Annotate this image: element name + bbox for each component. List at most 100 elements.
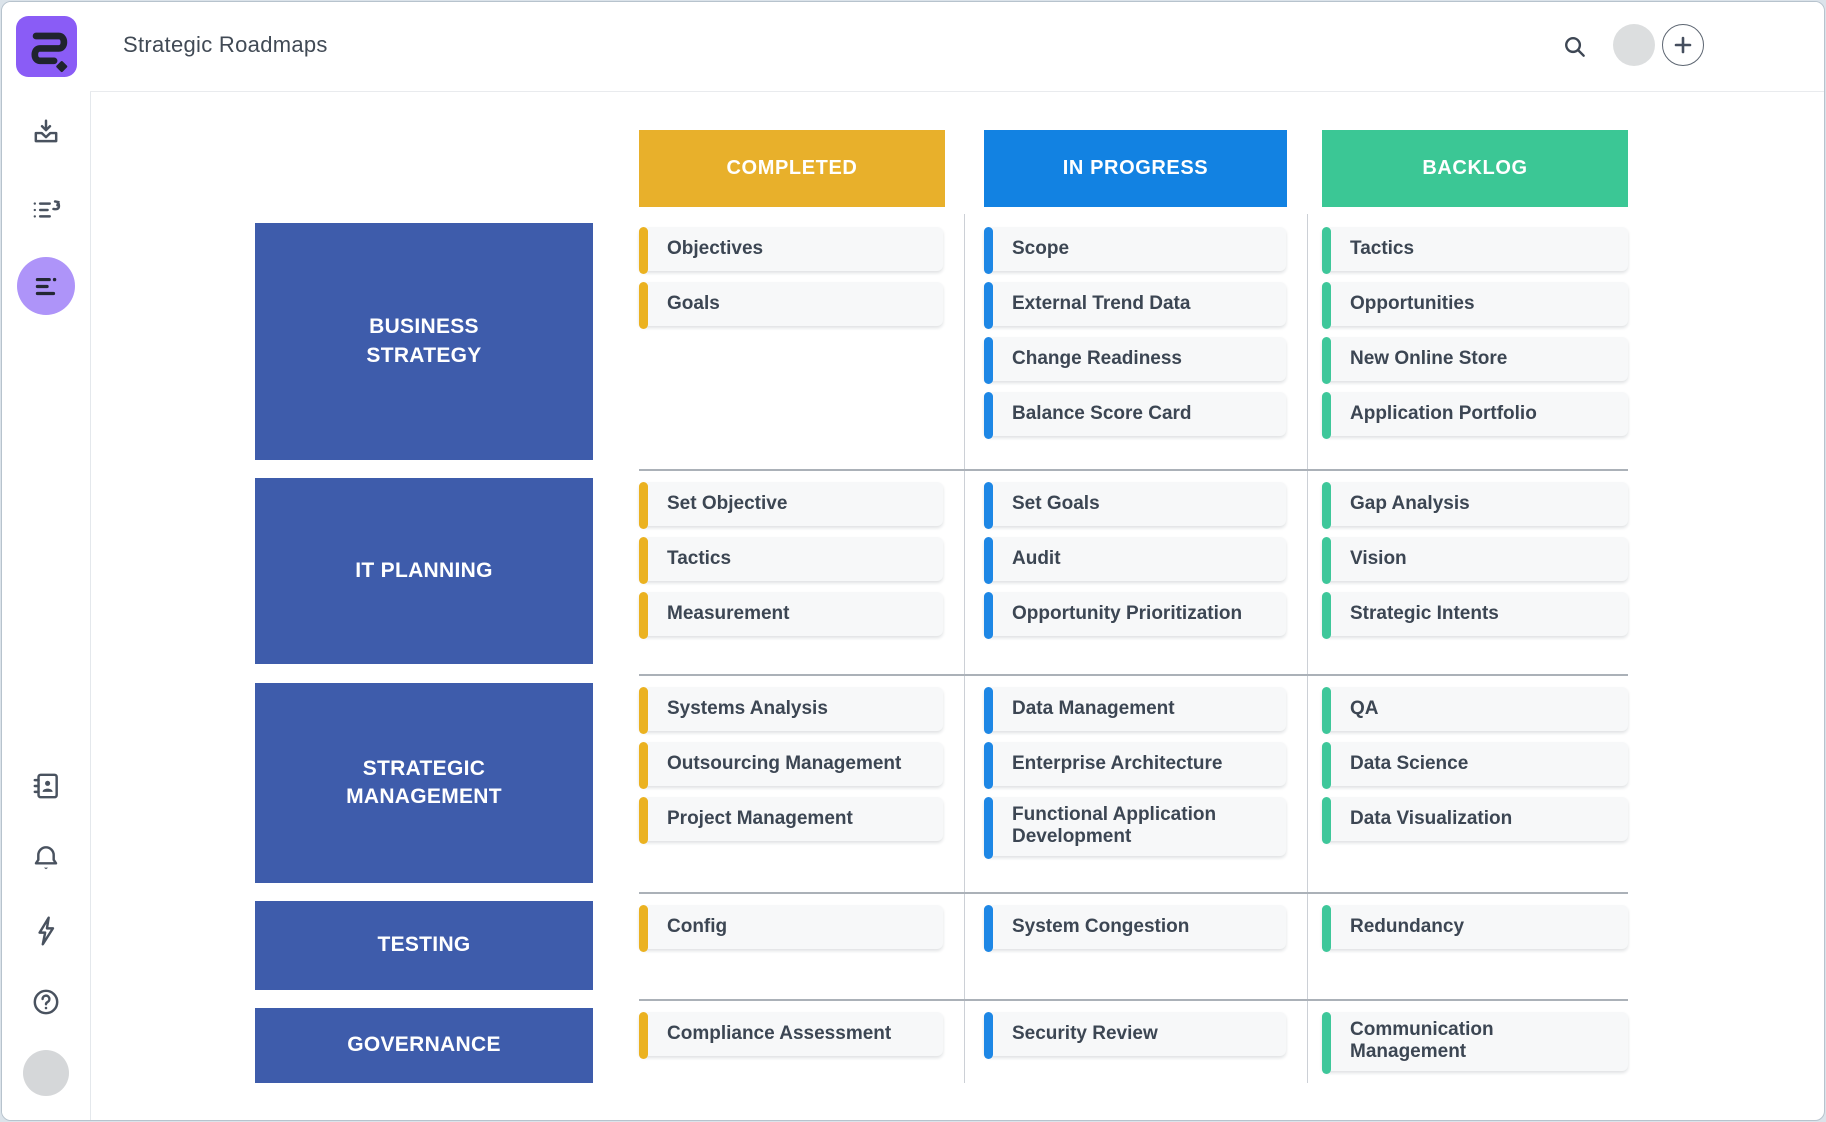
sidebar-item-activity[interactable] (2, 914, 90, 948)
card-accent-bar (639, 537, 648, 584)
plus-icon (1674, 36, 1692, 54)
roadmap-card[interactable]: QA (1322, 687, 1628, 734)
card-accent-bar (1322, 1012, 1331, 1074)
top-header: Strategic Roadmaps (90, 2, 1824, 92)
roadmap-card[interactable]: New Online Store (1322, 337, 1628, 384)
roadmap-card[interactable]: Functional Application Development (984, 797, 1286, 859)
card-accent-bar (1322, 392, 1331, 439)
column-header-in-progress: IN PROGRESS (984, 130, 1287, 207)
card-label: Goals (667, 292, 720, 314)
card-accent-bar (1322, 537, 1331, 584)
row-label-text: BUSINESS STRATEGY (366, 315, 482, 367)
sidebar-item-roadmaps-active[interactable] (17, 257, 75, 315)
roadmap-card[interactable]: Compliance Assessment (639, 1012, 943, 1059)
row-label-it-planning: IT PLANNING (255, 478, 593, 664)
card-label: Vision (1350, 547, 1407, 569)
card-accent-bar (1322, 227, 1331, 274)
card-label: Change Readiness (1012, 347, 1182, 369)
card-accent-bar (1322, 482, 1331, 529)
roadmap-card[interactable]: Security Review (984, 1012, 1286, 1059)
logo-roadmap-icon (16, 16, 77, 77)
roadmap-card[interactable]: Goals (639, 282, 943, 329)
roadmap-card[interactable]: Data Management (984, 687, 1286, 734)
list-history-icon (33, 200, 61, 218)
card-label: Opportunity Prioritization (1012, 602, 1243, 624)
sidebar-item-help[interactable] (2, 986, 90, 1018)
roadmap-card[interactable]: Project Management (639, 797, 943, 844)
roadmap-card[interactable]: Change Readiness (984, 337, 1286, 384)
row-label-text: IT PLANNING (355, 558, 493, 582)
roadmap-card[interactable]: Audit (984, 537, 1286, 584)
create-new-button[interactable] (1662, 24, 1704, 66)
roadmap-card[interactable]: Gap Analysis (1322, 482, 1628, 529)
card-accent-bar (1322, 592, 1331, 639)
card-label: Config (667, 915, 728, 937)
roadmap-card[interactable]: Data Visualization (1322, 797, 1628, 844)
card-label: Systems Analysis (667, 697, 828, 719)
card-stack: Security Review (984, 1012, 1286, 1059)
card-label: Enterprise Architecture (1012, 752, 1223, 774)
search-icon (1565, 37, 1585, 57)
card-label: Set Objective (667, 492, 788, 514)
card-label: Application Portfolio (1350, 402, 1537, 424)
card-label: Outsourcing Management (667, 752, 902, 774)
card-accent-bar (984, 337, 993, 384)
roadmap-card[interactable]: Data Science (1322, 742, 1628, 789)
card-accent-bar (639, 482, 648, 529)
card-stack: System Congestion (984, 905, 1286, 952)
card-accent-bar (984, 282, 993, 329)
roadmap-card[interactable]: Config (639, 905, 943, 952)
row-label-governance: GOVERNANCE (255, 1008, 593, 1083)
sidebar-item-import[interactable] (2, 117, 90, 147)
row-label-text: GOVERNANCE (347, 1033, 501, 1057)
roadmap-card[interactable]: Tactics (1322, 227, 1628, 274)
card-stack: Compliance Assessment (639, 1012, 943, 1059)
card-label: Tactics (667, 547, 732, 569)
roadmap-card[interactable]: Outsourcing Management (639, 742, 943, 789)
user-avatar[interactable] (1613, 24, 1655, 66)
bell-icon (34, 846, 58, 870)
roadmap-card[interactable]: Opportunities (1322, 282, 1628, 329)
row-label-text: STRATEGIC MANAGEMENT (346, 756, 502, 808)
card-label: QA (1350, 697, 1379, 719)
roadmap-card[interactable]: Measurement (639, 592, 943, 639)
card-label: Tactics (1350, 237, 1415, 259)
card-accent-bar (639, 905, 648, 952)
roadmap-card[interactable]: Redundancy (1322, 905, 1628, 952)
search-button[interactable] (1561, 33, 1589, 61)
roadmap-card[interactable]: Objectives (639, 227, 943, 274)
roadmap-card[interactable]: Communication Management (1322, 1012, 1628, 1074)
roadmap-card[interactable]: Vision (1322, 537, 1628, 584)
roadmap-card[interactable]: System Congestion (984, 905, 1286, 952)
roadmap-card[interactable]: Enterprise Architecture (984, 742, 1286, 789)
roadmap-card[interactable]: Set Objective (639, 482, 943, 529)
roadmap-card[interactable]: Opportunity Prioritization (984, 592, 1286, 639)
card-accent-bar (984, 227, 993, 274)
card-label: Measurement (667, 602, 790, 624)
card-accent-bar (1322, 797, 1331, 844)
roadmap-card[interactable]: Set Goals (984, 482, 1286, 529)
sidebar-item-notifications[interactable] (2, 842, 90, 874)
sidebar-item-history[interactable] (2, 195, 90, 225)
roadmap-card[interactable]: Scope (984, 227, 1286, 274)
card-label: Objectives (667, 237, 764, 259)
app-logo[interactable] (16, 16, 77, 77)
card-accent-bar (639, 797, 648, 844)
roadmap-card[interactable]: Tactics (639, 537, 943, 584)
card-label: Opportunities (1350, 292, 1475, 314)
roadmap-card[interactable]: Systems Analysis (639, 687, 943, 734)
card-accent-bar (639, 687, 648, 734)
card-accent-bar (639, 1012, 648, 1059)
sidebar-profile-avatar[interactable] (23, 1050, 69, 1096)
sidebar-item-contacts[interactable] (2, 770, 90, 802)
roadmap-card[interactable]: Strategic Intents (1322, 592, 1628, 639)
row-label-business-strategy: BUSINESS STRATEGY (255, 223, 593, 460)
roadmap-card[interactable]: Application Portfolio (1322, 392, 1628, 439)
address-book-icon (33, 773, 58, 799)
roadmap-card[interactable]: External Trend Data (984, 282, 1286, 329)
card-stack: Redundancy (1322, 905, 1628, 952)
roadmap-card[interactable]: Balance Score Card (984, 392, 1286, 439)
